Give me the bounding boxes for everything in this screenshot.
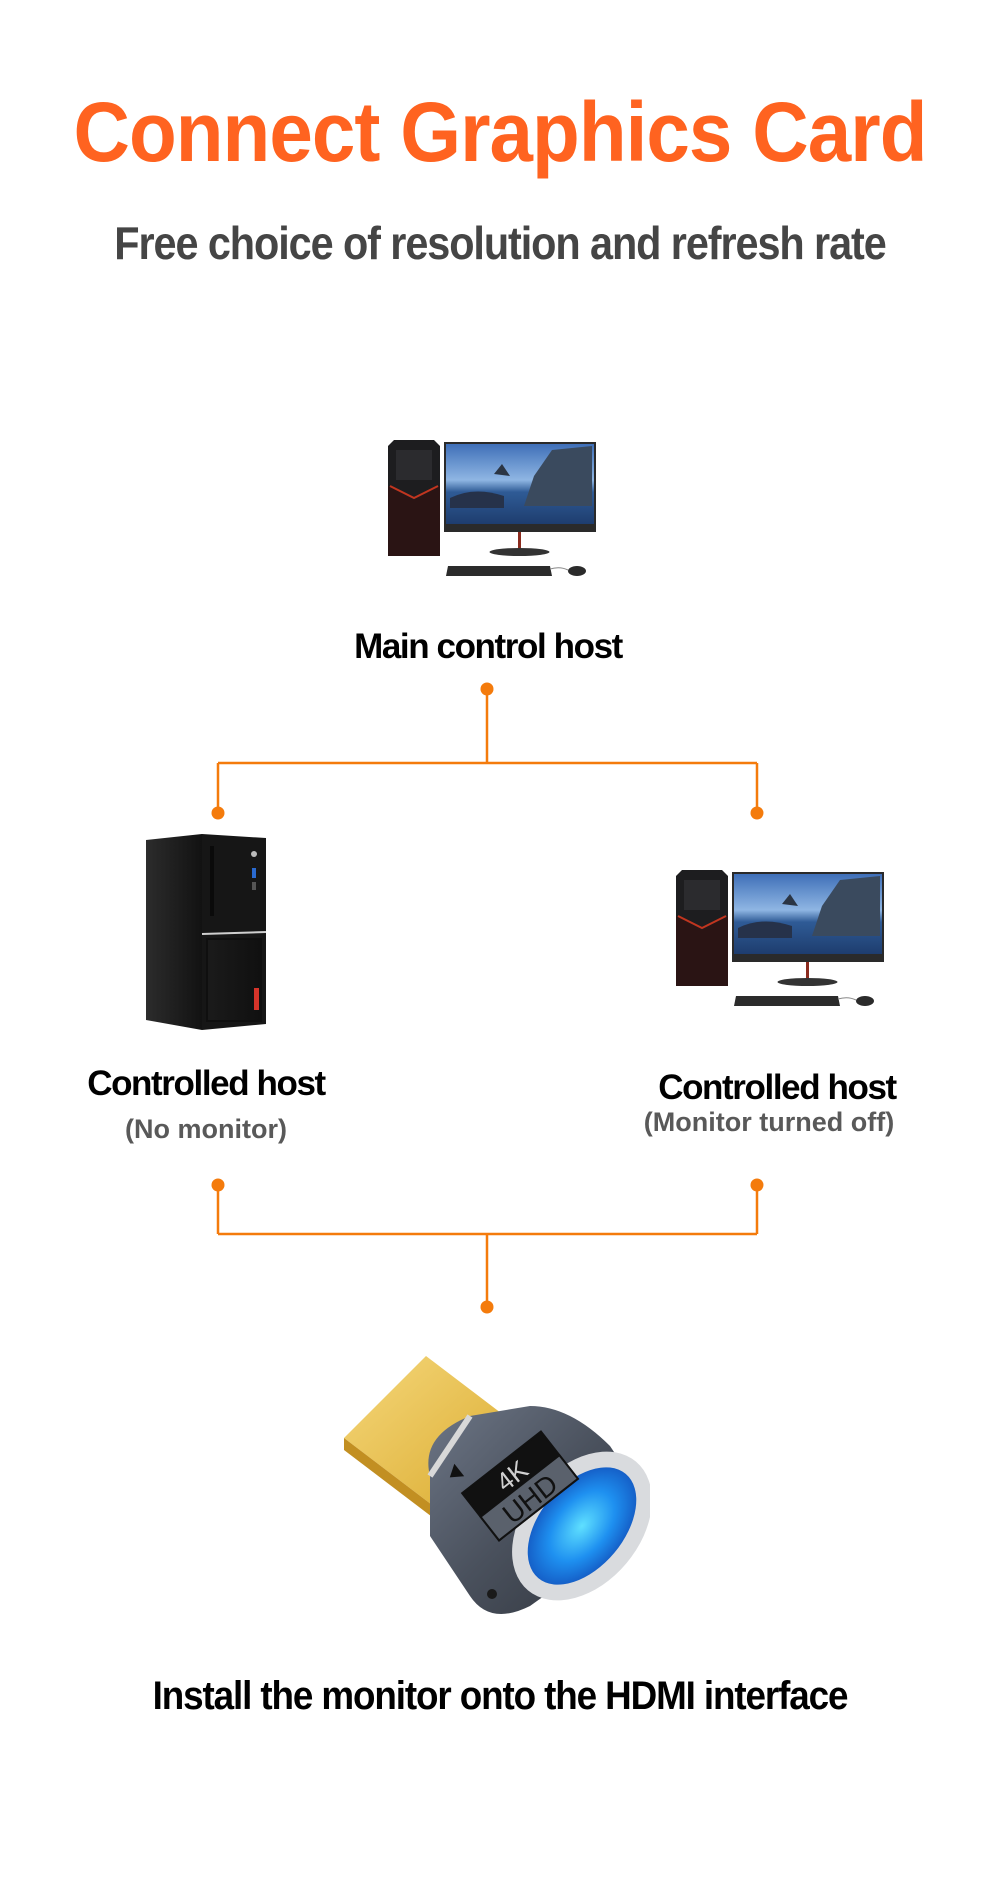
main-host-label: Main control host: [354, 627, 623, 666]
footer-instruction: Install the monitor onto the HDMI interf…: [152, 1674, 849, 1718]
connector-dot-device: [480, 1300, 494, 1314]
page-subtitle: Free choice of resolution and refresh ra…: [114, 217, 886, 269]
connector-dot-right-bottom: [750, 1178, 764, 1192]
right-host-illustration: [672, 866, 886, 1016]
tower-pc-icon: [146, 834, 267, 1030]
right-host-label: Controlled host: [658, 1068, 897, 1107]
main-host-illustration: [384, 436, 598, 586]
desktop-pc-with-monitor-icon: [676, 870, 884, 1006]
desktop-pc-with-monitor-icon: [388, 440, 596, 576]
page-title: Connect Graphics Card: [73, 85, 927, 179]
hdmi-device-illustration: 4K UHD: [320, 1336, 650, 1626]
connector-dot-right-top: [750, 806, 764, 820]
connector-dot-left-top: [211, 806, 225, 820]
connector-dot-left-bottom: [211, 1178, 225, 1192]
right-host-sublabel: (Monitor turned off): [643, 1107, 895, 1137]
connector-dot-main: [480, 682, 494, 696]
left-host-sublabel: (No monitor): [125, 1114, 287, 1144]
left-host-label: Controlled host: [87, 1064, 326, 1103]
left-host-illustration: [142, 834, 272, 1034]
hdmi-dummy-plug-icon: 4K UHD: [344, 1356, 650, 1614]
